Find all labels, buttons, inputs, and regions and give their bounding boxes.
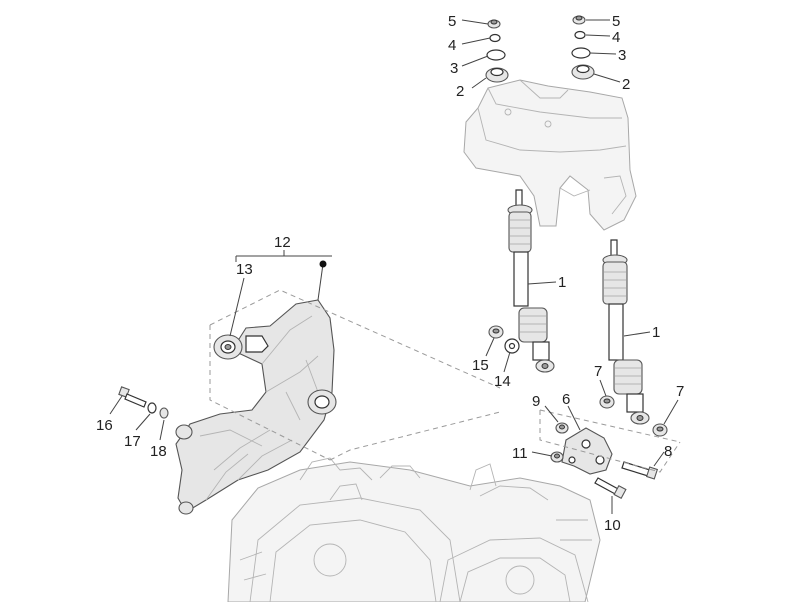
shock-bracket-6 (561, 427, 613, 475)
callout-8: 8 (664, 443, 672, 460)
bolt-8 (621, 461, 659, 480)
assembly-guides-right (539, 409, 681, 473)
bush-7-right (652, 423, 668, 437)
callout-9: 9 (532, 393, 540, 410)
silent-block (213, 334, 243, 360)
callout-3-left: 3 (450, 60, 458, 77)
callout-13: 13 (236, 261, 253, 278)
shock-absorber-left (507, 189, 555, 373)
callout-6: 6 (562, 391, 570, 408)
callout-2-right: 2 (622, 76, 630, 93)
callout-4-right: 4 (612, 29, 620, 46)
callout-7-left: 7 (594, 363, 602, 380)
callout-1-left: 1 (558, 274, 566, 291)
bolt-10 (594, 477, 627, 500)
nut-9 (555, 422, 569, 434)
callout-10: 10 (604, 517, 621, 534)
bush-7-left (599, 395, 615, 409)
leader-lines (109, 19, 679, 514)
nut-15 (488, 325, 504, 339)
callout-15: 15 (472, 357, 489, 374)
hardware-stack-left (485, 19, 509, 83)
hardware-stack-right (571, 15, 595, 80)
callout-5-left: 5 (448, 13, 456, 30)
callout-5-right: 5 (612, 13, 620, 30)
engine-mount-bracket (175, 299, 337, 515)
washer-17 (147, 402, 157, 414)
shock-absorber-right (602, 239, 650, 425)
washer-14 (504, 338, 520, 354)
callout-16: 16 (96, 417, 113, 434)
callout-17: 17 (124, 433, 141, 450)
assembly-guides-left (209, 289, 501, 461)
callout-4-left: 4 (448, 37, 456, 54)
frame-support (463, 79, 637, 231)
callout-7-right: 7 (676, 383, 684, 400)
callout-labels: 5 4 3 2 5 4 3 2 1 1 12 13 15 14 7 7 9 6 … (96, 13, 684, 534)
callout-18: 18 (150, 443, 167, 460)
callout-12-dot (319, 260, 327, 268)
callout-12: 12 (274, 234, 291, 251)
engine-assembly (227, 457, 601, 602)
nut-11 (550, 451, 564, 463)
nut-18 (159, 407, 169, 419)
callout-2-left: 2 (456, 83, 464, 100)
callout-3-right: 3 (618, 47, 626, 64)
callout-1-right: 1 (652, 324, 660, 341)
callout-11: 11 (512, 445, 528, 462)
callout-14: 14 (494, 373, 511, 390)
bolt-16 (118, 386, 147, 408)
